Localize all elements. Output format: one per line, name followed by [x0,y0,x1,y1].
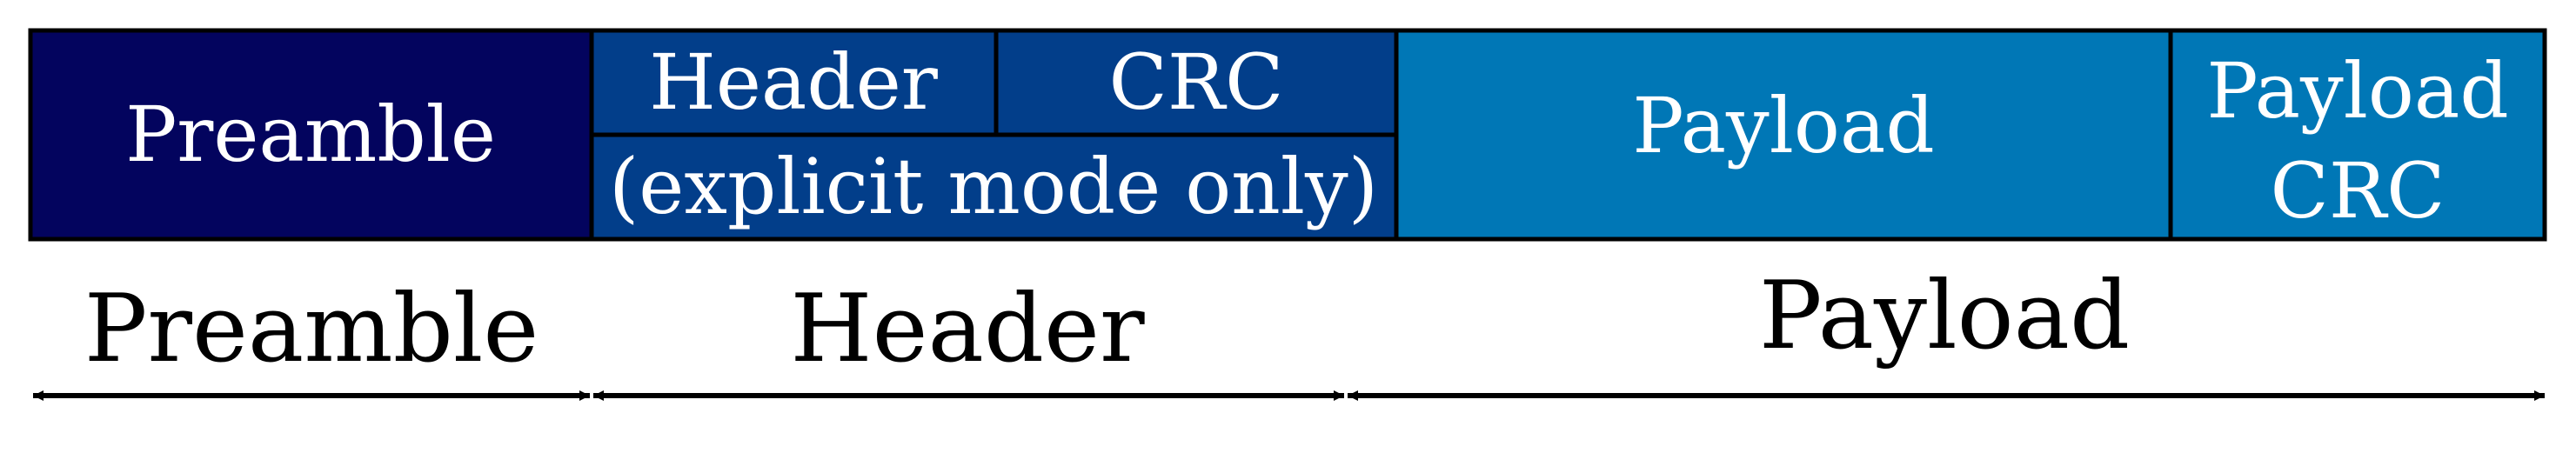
preamble-label: Preamble [125,90,496,179]
payload-crc-label-line2: CRC [2271,146,2446,236]
payload-crc-cell [2168,28,2547,242]
preamble-cell [28,28,594,242]
payload-cell [1394,28,2173,242]
header-cell [589,28,999,137]
header-note-label: (explicit mode only) [609,142,1378,231]
preamble-span-label: Preamble [84,275,539,383]
payload-span-label: Payload [1759,262,2130,370]
span-annotations: Preamble Header Payload [33,262,2545,401]
payload-label: Payload [1632,81,1934,170]
packet-structure: Preamble Header CRC (explicit mode only)… [28,28,2547,242]
header-crc-label: CRC [1109,37,1284,127]
header-label: Header [649,37,939,127]
header-span-label: Header [790,275,1145,383]
payload-crc-label-line1: Payload [2206,46,2508,136]
